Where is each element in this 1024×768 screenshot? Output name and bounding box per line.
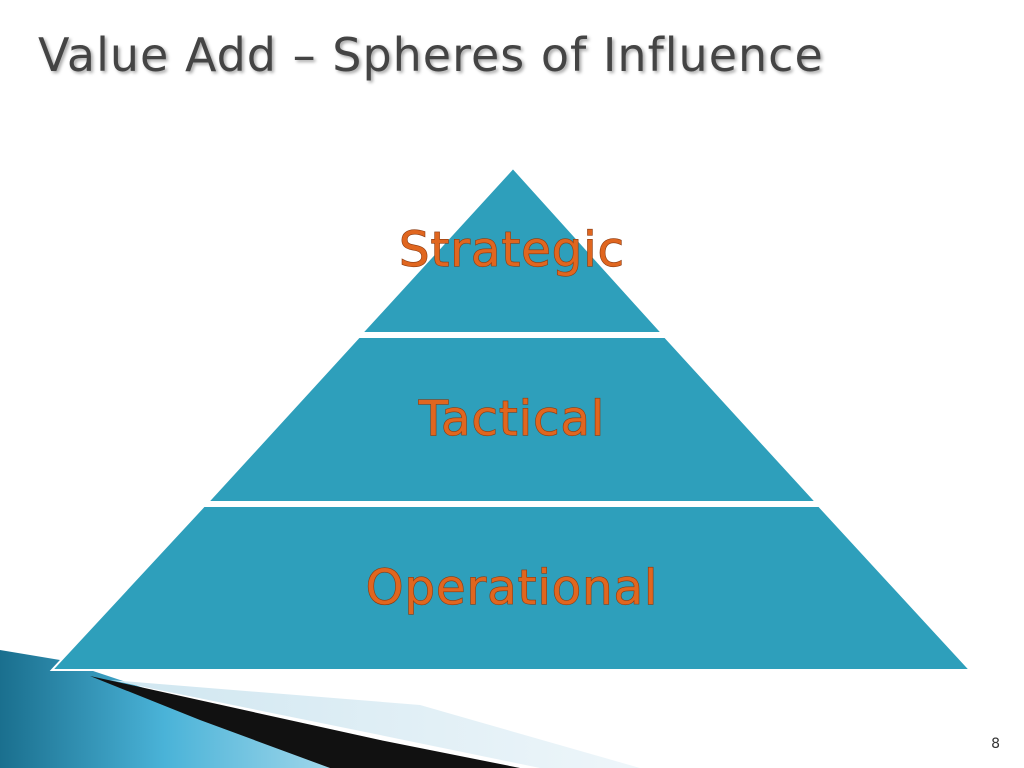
tier-label-operational: Operational — [366, 560, 659, 616]
slide-title: Value Add – Spheres of Influence — [38, 28, 824, 82]
slide-number: 8 — [991, 736, 1000, 752]
pyramid-tier-strategic — [359, 166, 665, 334]
pyramid-tier-operational — [49, 505, 973, 671]
tier-label-tactical: Tactical — [418, 391, 605, 447]
corner-swoosh-decoration — [0, 650, 640, 768]
tier-label-strategic: Strategic — [399, 222, 625, 278]
pyramid-tier-tactical — [205, 336, 819, 503]
